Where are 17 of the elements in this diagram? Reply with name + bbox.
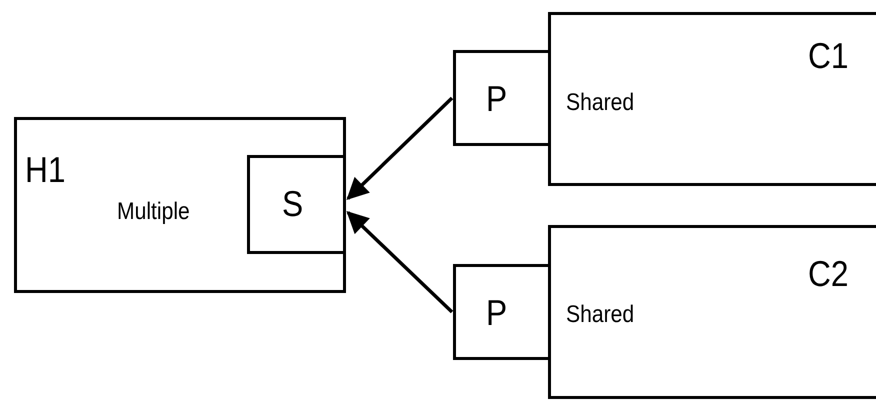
arrow [346, 96, 454, 200]
box-label: Multiple [117, 200, 190, 224]
port-label: P [486, 295, 508, 331]
port-label: P [486, 81, 508, 117]
port-box [453, 264, 551, 360]
box-label: Shared [566, 303, 634, 327]
box-title: C1 [808, 38, 848, 74]
component-box [548, 225, 876, 399]
port-box [247, 155, 346, 254]
arrow [346, 210, 454, 314]
box-label: Shared [566, 91, 634, 115]
port-label: S [282, 186, 304, 222]
component-box [14, 117, 346, 293]
port-box [453, 50, 551, 146]
box-title: H1 [25, 152, 66, 188]
component-box [548, 12, 876, 186]
box-title: C2 [808, 256, 848, 292]
